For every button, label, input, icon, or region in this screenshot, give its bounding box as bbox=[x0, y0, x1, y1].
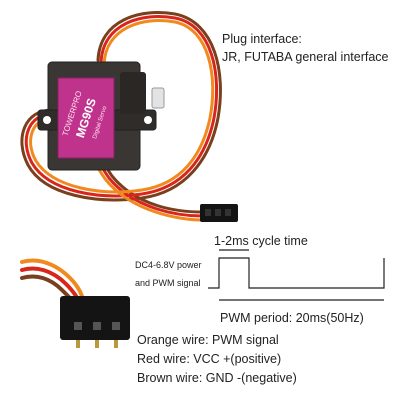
servo-label-panel bbox=[58, 78, 114, 158]
loop-connector bbox=[200, 204, 238, 222]
pwm-waveform bbox=[208, 249, 385, 301]
pwm-period-label: PWM period: 20ms(50Hz) bbox=[220, 311, 364, 325]
orange-wire-loop bbox=[29, 19, 215, 222]
pwm-signal-line bbox=[208, 257, 385, 289]
power-label-line2: and PWM signal bbox=[135, 278, 201, 288]
power-label-line1: DC4-6.8V power bbox=[135, 260, 202, 270]
servo-connector-plug bbox=[60, 296, 130, 348]
servo-motor bbox=[37, 61, 165, 171]
servo-shaft bbox=[151, 87, 165, 109]
orange-wire-label: Orange wire: PWM signal bbox=[137, 333, 279, 347]
red-wire-label: Red wire: VCC +(positive) bbox=[137, 352, 282, 366]
brown-wire-label: Brown wire: GND -(negative) bbox=[137, 371, 297, 385]
plug-interface-title: Plug interface: bbox=[222, 32, 302, 46]
cycle-time-label: 1-2ms cycle time bbox=[214, 234, 308, 248]
plug-interface-desc: JR, FUTABA general interface bbox=[222, 50, 389, 64]
